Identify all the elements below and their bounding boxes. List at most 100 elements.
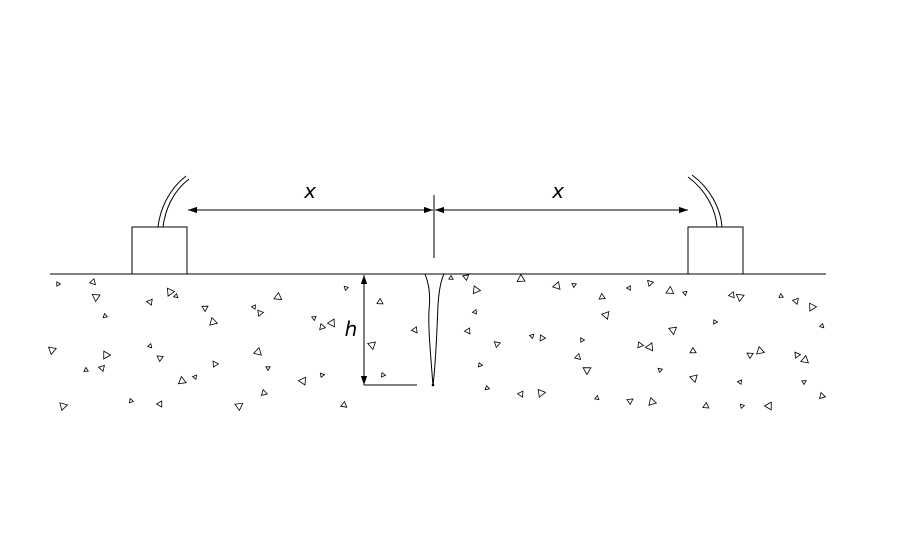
aggregate-mark bbox=[516, 273, 526, 282]
left-spacing-label: x bbox=[303, 179, 316, 203]
left-transducer-cable bbox=[157, 175, 187, 228]
aggregate-mark bbox=[366, 341, 376, 351]
aggregate-mark bbox=[625, 285, 631, 291]
aggregate-mark bbox=[102, 312, 109, 319]
aggregate-mark bbox=[648, 396, 658, 406]
aggregate-mark bbox=[146, 342, 153, 349]
aggregate-mark bbox=[800, 354, 810, 364]
aggregate-mark bbox=[461, 274, 470, 282]
aggregate-mark bbox=[209, 316, 219, 326]
aggregate-mark bbox=[644, 342, 654, 352]
aggregate-mark bbox=[343, 285, 350, 292]
aggregate-mark bbox=[472, 285, 482, 295]
aggregate-mark bbox=[191, 374, 198, 381]
aggregate-mark bbox=[600, 310, 610, 320]
aggregate-mark bbox=[593, 394, 600, 401]
aggregate-mark bbox=[212, 360, 220, 368]
aggregate-mark bbox=[250, 304, 256, 310]
aggregate-mark bbox=[493, 341, 502, 349]
aggregate-mark bbox=[381, 371, 387, 378]
aggregate-mark bbox=[736, 379, 742, 386]
aggregate-mark bbox=[573, 352, 582, 360]
aggregate-mark bbox=[56, 281, 62, 287]
aggregate-mark bbox=[340, 400, 348, 408]
aggregate-mark bbox=[410, 326, 418, 334]
aggregate-mark bbox=[528, 333, 535, 340]
aggregate-mark bbox=[539, 334, 547, 342]
aggregate-mark bbox=[571, 283, 578, 289]
right-spacing-label: x bbox=[551, 179, 564, 203]
aggregate-mark bbox=[516, 390, 524, 398]
crack-tip bbox=[431, 383, 435, 387]
aggregate-mark bbox=[582, 367, 592, 376]
aggregate-mark bbox=[801, 380, 807, 386]
aggregate-mark bbox=[818, 322, 825, 329]
aggregate-mark bbox=[484, 384, 491, 391]
crack-depth-label: h bbox=[345, 317, 358, 341]
aggregate-mark bbox=[665, 285, 675, 294]
aggregate-mark bbox=[273, 291, 283, 301]
aggregate-mark bbox=[260, 388, 269, 396]
aggregate-mark bbox=[145, 298, 153, 306]
aggregate-mark bbox=[310, 316, 317, 322]
aggregate-mark bbox=[626, 398, 634, 406]
aggregate-mark bbox=[155, 400, 163, 408]
aggregate-mark bbox=[88, 277, 96, 286]
aggregate-mark bbox=[177, 375, 187, 385]
aggregate-mark bbox=[471, 308, 477, 315]
aggregate-mark bbox=[551, 280, 561, 290]
aggregate-mark bbox=[103, 350, 112, 360]
aggregate-mark bbox=[477, 361, 484, 368]
aggregate-mark bbox=[376, 297, 384, 305]
aggregate-mark bbox=[778, 292, 785, 298]
aggregate-mark bbox=[763, 401, 772, 411]
aggregate-mark bbox=[794, 351, 802, 359]
aggregate-mark bbox=[637, 341, 645, 349]
aggregate-mark bbox=[688, 374, 698, 384]
aggregate-mark bbox=[702, 401, 710, 409]
aggregate-mark bbox=[819, 391, 827, 400]
concrete-aggregate-pattern bbox=[47, 273, 827, 412]
aggregate-mark bbox=[166, 287, 176, 297]
aggregate-mark bbox=[657, 367, 664, 374]
right-transducer-cable-outline bbox=[691, 174, 723, 228]
aggregate-mark bbox=[319, 372, 326, 379]
aggregate-mark bbox=[580, 337, 586, 343]
aggregate-mark bbox=[537, 388, 547, 398]
aggregate-mark bbox=[668, 326, 678, 336]
surface-crack bbox=[424, 273, 445, 387]
aggregate-mark bbox=[746, 352, 754, 360]
aggregate-mark bbox=[201, 305, 209, 313]
aggregate-mark bbox=[297, 376, 306, 386]
aggregate-mark bbox=[739, 403, 746, 410]
aggregate-mark bbox=[809, 302, 818, 312]
aggregate-mark bbox=[735, 293, 745, 303]
right-transducer-cable bbox=[687, 176, 718, 228]
aggregate-mark bbox=[257, 309, 265, 318]
left-transducer-cable-outline bbox=[162, 178, 190, 228]
aggregate-mark bbox=[91, 294, 101, 303]
aggregate-mark bbox=[689, 346, 697, 354]
aggregate-mark bbox=[128, 397, 135, 404]
aggregate-mark bbox=[172, 292, 179, 299]
aggregate-mark bbox=[234, 402, 244, 412]
left-transducer bbox=[131, 226, 188, 275]
aggregate-mark bbox=[463, 327, 471, 335]
aggregate-mark bbox=[265, 366, 271, 372]
aggregate-mark bbox=[647, 279, 655, 288]
aggregate-mark bbox=[727, 290, 735, 299]
aggregate-mark bbox=[252, 346, 262, 356]
aggregate-mark bbox=[319, 322, 327, 331]
aggregate-mark bbox=[756, 345, 766, 355]
aggregate-mark bbox=[83, 366, 89, 372]
aggregate-mark bbox=[448, 274, 454, 280]
aggregate-mark bbox=[598, 292, 606, 300]
aggregate-mark bbox=[47, 346, 57, 356]
aggregate-mark bbox=[156, 355, 164, 363]
aggregate-mark bbox=[59, 402, 69, 412]
aggregate-mark bbox=[791, 297, 799, 306]
aggregate-mark bbox=[326, 318, 335, 328]
right-transducer bbox=[687, 226, 744, 275]
